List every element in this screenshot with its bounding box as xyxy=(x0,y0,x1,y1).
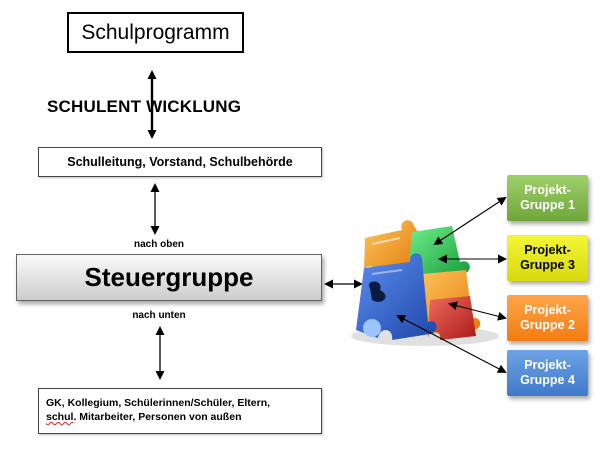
schulentwicklung-label: SCHULENT WICKLUNG xyxy=(47,97,242,116)
stakeholders-spellcheck-word: schul xyxy=(46,411,74,423)
stakeholders-box: GK, Kollegium, Schülerinnen/Schüler, Elt… xyxy=(38,388,322,434)
nach-oben-label: nach oben xyxy=(133,239,184,250)
projekt-gruppe-3-line-1: Projekt- xyxy=(524,243,571,257)
arrow-puzzle-gruppe-4 xyxy=(396,315,507,373)
projekt-gruppe-4-line-1: Projekt- xyxy=(524,358,571,372)
schulleitung-label: Schulleitung, Vorstand, Schulbehörde xyxy=(67,155,293,169)
projekt-gruppe-1-line-2: Gruppe 1 xyxy=(520,198,575,212)
projekt-gruppe-3-box: Projekt-Gruppe 3 xyxy=(507,235,588,281)
puzzle-icon xyxy=(351,220,499,346)
projekt-gruppe-2-line-2: Gruppe 2 xyxy=(520,318,575,332)
projekt-gruppe-4-line-2: Gruppe 4 xyxy=(520,373,575,387)
steuergruppe-label: Steuergruppe xyxy=(84,262,254,292)
projekt-gruppe-2-box: Projekt-Gruppe 2 xyxy=(507,295,588,341)
projekt-gruppe-2-line-1: Projekt- xyxy=(524,303,571,317)
schulprogramm-box: Schulprogramm xyxy=(67,12,244,53)
arrow-puzzle-gruppe-1 xyxy=(433,196,507,246)
schulleitung-box: Schulleitung, Vorstand, Schulbehörde xyxy=(38,147,322,177)
projekt-gruppe-4-box: Projekt-Gruppe 4 xyxy=(507,350,588,396)
schulprogramm-label: Schulprogramm xyxy=(81,20,230,44)
stakeholders-line-2-rest: . Mitarbeiter, Personen von außen xyxy=(73,411,242,423)
projekt-gruppe-1-line-1: Projekt- xyxy=(524,183,571,197)
stakeholders-line-1: GK, Kollegium, Schülerinnen/Schüler, Elt… xyxy=(46,397,271,409)
projekt-gruppe-1-box: Projekt-Gruppe 1 xyxy=(507,175,588,221)
steuergruppe-box: Steuergruppe xyxy=(16,254,322,301)
projekt-gruppe-3-line-2: Gruppe 3 xyxy=(520,258,575,272)
nach-unten-label: nach unten xyxy=(132,310,186,321)
stakeholders-line-2: schul. Mitarbeiter, Personen von außen xyxy=(46,410,314,424)
